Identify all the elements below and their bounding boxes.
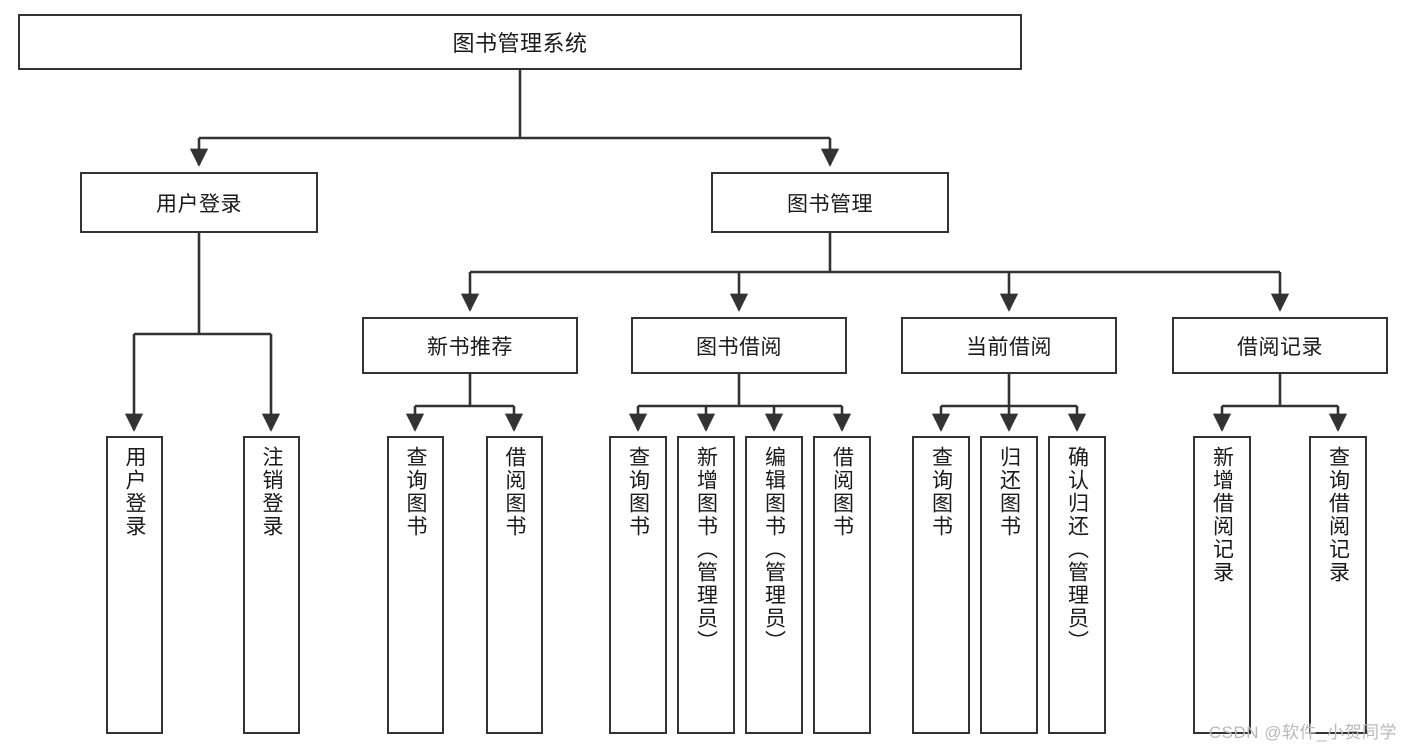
leaf-return-book-label: 归还图书 [997, 446, 1021, 538]
watermark: CSDN @软件_小贺同学 [1208, 723, 1397, 742]
node-book-borrow[interactable]: 图书借阅 [631, 317, 847, 374]
leaf-new-book-query[interactable]: 查询图书 [387, 436, 444, 734]
leaf-user-logout[interactable]: 注销登录 [243, 436, 300, 734]
leaf-book-borrow-action[interactable]: 借阅图书 [813, 436, 871, 734]
leaf-new-book-borrow-label: 借阅图书 [503, 446, 526, 538]
node-book-management[interactable]: 图书管理 [711, 172, 949, 233]
leaf-query-borrow-record-label: 查询借阅记录 [1326, 446, 1350, 584]
leaf-new-book-query-label: 查询图书 [404, 446, 427, 538]
leaf-add-borrow-record[interactable]: 新增借阅记录 [1193, 436, 1251, 734]
node-current-borrow-label: 当前借阅 [966, 335, 1052, 359]
node-root-label: 图书管理系统 [452, 31, 588, 56]
leaf-new-book-borrow[interactable]: 借阅图书 [486, 436, 543, 734]
leaf-current-borrow-query[interactable]: 查询图书 [912, 436, 970, 734]
leaf-user-login-1[interactable]: 用户登录 [106, 436, 163, 734]
leaf-book-borrow-query-label: 查询图书 [626, 446, 650, 538]
node-borrow-record[interactable]: 借阅记录 [1172, 317, 1388, 374]
leaf-book-add-admin[interactable]: 新增图书（管理员） [677, 436, 735, 734]
node-current-borrow[interactable]: 当前借阅 [901, 317, 1117, 374]
node-user-login-label: 用户登录 [156, 192, 242, 216]
leaf-add-borrow-record-label: 新增借阅记录 [1210, 446, 1234, 584]
node-new-book-recommend[interactable]: 新书推荐 [362, 317, 578, 374]
leaf-book-edit-admin-label: 编辑图书（管理员） [762, 446, 786, 653]
leaf-book-borrow-action-label: 借阅图书 [830, 446, 854, 538]
leaf-user-logout-label: 注销登录 [260, 446, 283, 538]
leaf-confirm-return-admin-label: 确认归还（管理员） [1065, 446, 1089, 653]
node-book-borrow-label: 图书借阅 [696, 335, 782, 359]
node-borrow-record-label: 借阅记录 [1237, 335, 1323, 359]
node-book-management-label: 图书管理 [787, 192, 873, 216]
leaf-book-edit-admin[interactable]: 编辑图书（管理员） [745, 436, 803, 734]
node-user-login[interactable]: 用户登录 [80, 172, 318, 233]
leaf-confirm-return-admin[interactable]: 确认归还（管理员） [1048, 436, 1106, 734]
leaf-book-borrow-query[interactable]: 查询图书 [609, 436, 667, 734]
node-root[interactable]: 图书管理系统 [18, 14, 1022, 70]
leaf-current-borrow-query-label: 查询图书 [929, 446, 953, 538]
leaf-query-borrow-record[interactable]: 查询借阅记录 [1309, 436, 1367, 734]
leaf-return-book[interactable]: 归还图书 [980, 436, 1038, 734]
node-new-book-recommend-label: 新书推荐 [427, 335, 513, 359]
leaf-book-add-admin-label: 新增图书（管理员） [694, 446, 718, 653]
leaf-user-login-1-label: 用户登录 [123, 446, 146, 538]
